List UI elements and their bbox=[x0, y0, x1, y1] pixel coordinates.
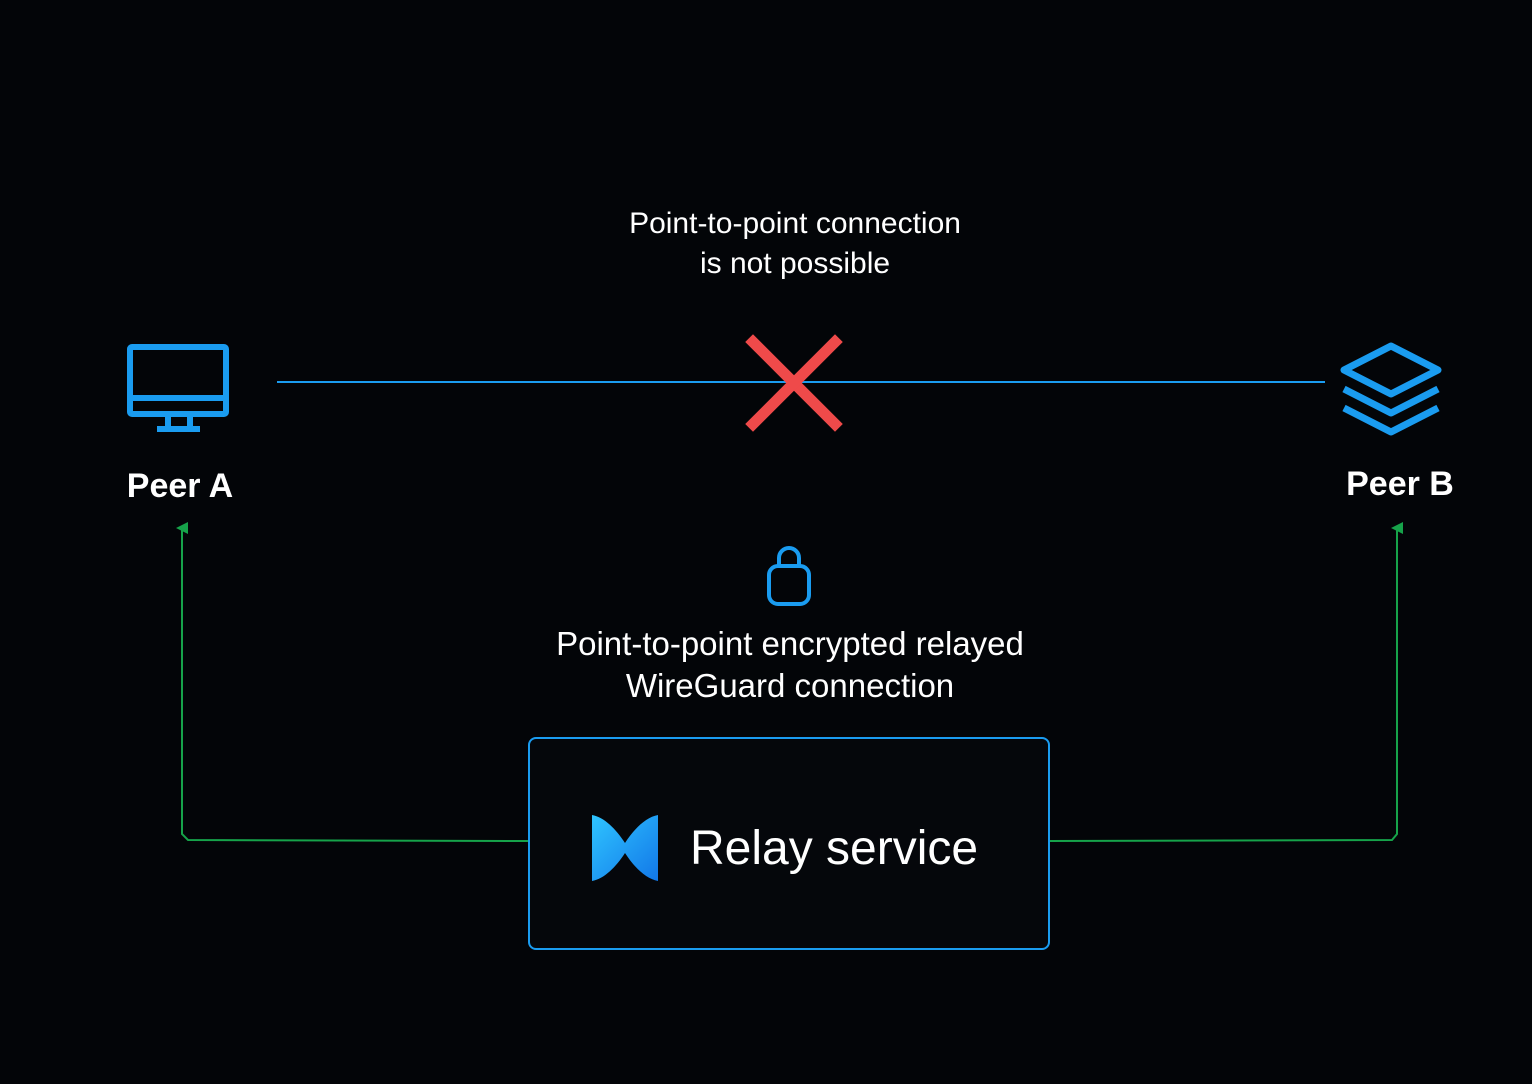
relay-note-line2: WireGuard connection bbox=[625, 667, 955, 704]
direct-connection-note: Point-to-point connection is not possibl… bbox=[495, 204, 1095, 284]
netbird-logo-icon bbox=[592, 815, 658, 881]
cross-icon bbox=[745, 334, 843, 432]
relay-path-peer-b bbox=[1049, 522, 1403, 842]
relay-service-box: Relay service bbox=[528, 737, 1050, 950]
relay-service-label: Relay service bbox=[690, 822, 979, 875]
layers-icon bbox=[1340, 342, 1442, 436]
peer-a-label: Peer A bbox=[126, 467, 234, 505]
relay-path-peer-a bbox=[176, 522, 529, 842]
relay-connection-note: Point-to-point encrypted relayed WireGua… bbox=[440, 623, 1140, 707]
lock-icon bbox=[767, 546, 811, 606]
monitor-icon bbox=[127, 344, 229, 432]
peer-b-label: Peer B bbox=[1346, 465, 1454, 503]
relay-note-line1: Point-to-point encrypted relayed bbox=[556, 625, 1024, 662]
direct-note-line2: is not possible bbox=[699, 247, 891, 280]
direct-note-line1: Point-to-point connection bbox=[629, 207, 961, 240]
